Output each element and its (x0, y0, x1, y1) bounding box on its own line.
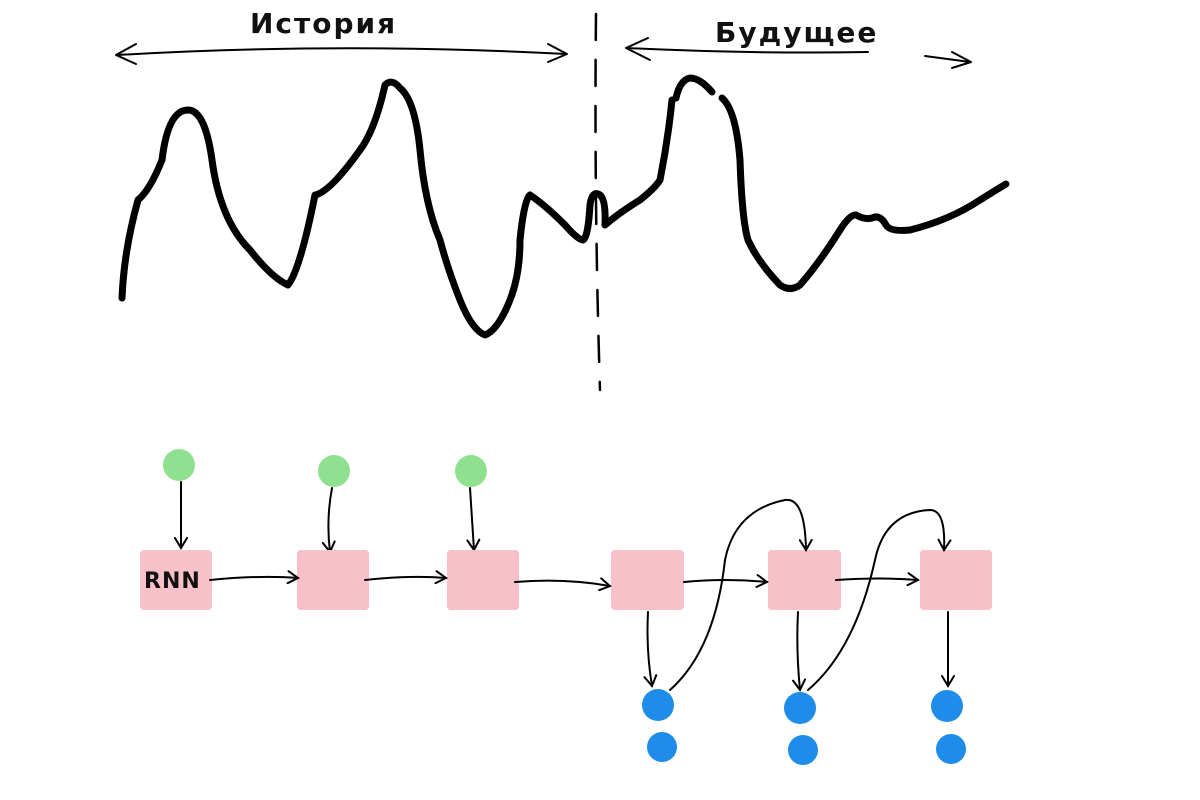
rnn-cell (768, 550, 841, 610)
rnn-cell (140, 550, 212, 610)
time-series-history-curve (118, 78, 676, 339)
hidden-state-arrow (209, 570, 300, 585)
hidden-state-arrow (835, 572, 920, 587)
future-label: Будущее (715, 16, 878, 49)
input-node (455, 455, 487, 487)
hidden-state-arrow (683, 574, 769, 589)
input-node (318, 455, 350, 487)
output-node (788, 735, 818, 765)
hidden-state-arrow (514, 577, 612, 592)
rnn-cell (920, 550, 992, 610)
time-series-future-curve (672, 74, 1010, 292)
output-arrow (792, 611, 806, 692)
rnn-cell (447, 550, 519, 610)
input-arrow (466, 487, 481, 552)
output-node (931, 690, 963, 722)
input-node (163, 449, 195, 481)
feedback-arrow (807, 509, 952, 691)
hidden-state-arrow (364, 570, 448, 585)
output-arrow (643, 611, 658, 688)
input-arrow (321, 487, 336, 554)
rnn-cell-label: RNN (144, 569, 201, 594)
output-node (647, 732, 677, 762)
output-node (936, 734, 966, 764)
feedback-arrow (669, 498, 813, 691)
history-range-arrow (115, 43, 568, 65)
rnn-cell (611, 550, 684, 610)
history-label: История (250, 7, 397, 40)
rnn-cell (297, 550, 369, 610)
output-node (784, 692, 816, 724)
future-range-arrow (625, 37, 972, 69)
output-node (642, 689, 674, 721)
history-future-divider (594, 12, 602, 392)
